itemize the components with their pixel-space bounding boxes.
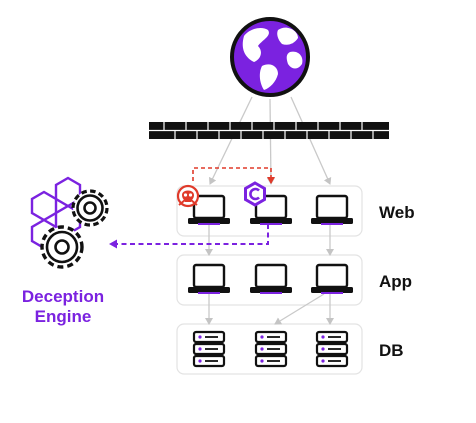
web-tier-label: Web (379, 203, 415, 222)
db-tier-label: DB (379, 341, 404, 360)
gears-hexagon-icon (30, 176, 109, 269)
engine-label-line2: Engine (35, 307, 92, 326)
attacker-skull-icon (176, 184, 200, 208)
laptop-icon (311, 194, 353, 225)
laptop-icon (311, 263, 353, 294)
engine-label-line1: Deception (22, 287, 104, 306)
firewall-icon (149, 122, 389, 139)
laptop-icon (188, 263, 230, 294)
laptop-icon (250, 263, 292, 294)
app-to-db-arrows (205, 293, 334, 325)
globe-icon (230, 17, 310, 97)
app-tier-label: App (379, 272, 412, 291)
decoy-hexagon-icon (244, 181, 266, 207)
laptop-icon (188, 194, 230, 225)
attacker-path-arrow (192, 167, 275, 184)
web-to-app-arrows (205, 225, 334, 256)
server-icon (254, 330, 288, 368)
decoy-to-engine-arrow (109, 224, 269, 249)
server-icon (192, 330, 226, 368)
internet-to-web-arrows (209, 96, 332, 185)
server-icon (315, 330, 349, 368)
